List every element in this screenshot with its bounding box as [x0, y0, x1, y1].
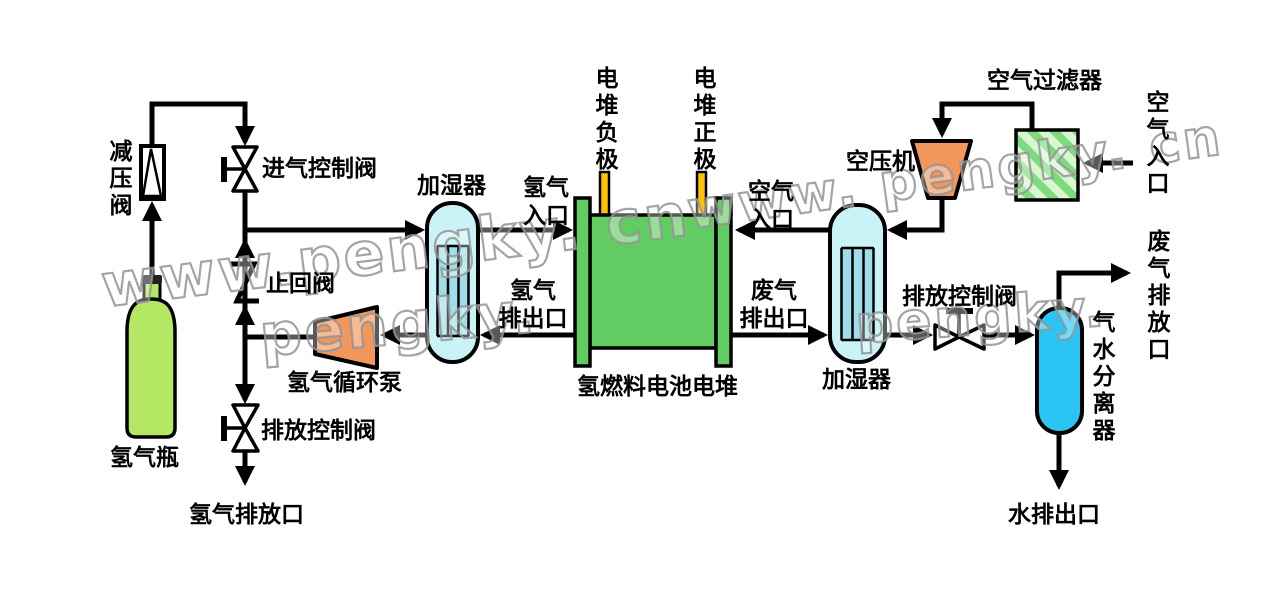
discharge-control-valve-right-label: 排放控制阀: [902, 284, 1017, 310]
gas-water-separator: [1035, 306, 1084, 435]
stack-negative-label: 电堆负极: [591, 66, 617, 174]
check-valve: [231, 261, 259, 304]
intake-control-valve: [221, 145, 259, 193]
gas-water-separator-label: 气水分离器: [1088, 310, 1114, 445]
stack-air-inlet-label-line1: 空气: [748, 179, 794, 205]
pipe-filter-to-compressor: [932, 101, 1035, 138]
pressure-reducing-valve: [139, 144, 166, 201]
hydrogen-outlet-label-line1: 氢气: [510, 278, 556, 304]
stack-exhaust-outlet-label: 废气 排出口: [738, 277, 810, 333]
humidifier-left: [425, 201, 480, 364]
exhaust-discharge-outlet-label: 废气排放口: [1143, 229, 1169, 364]
air-inlet-right-label: 空气入口: [1142, 90, 1168, 198]
hydrogen-inlet-label-line2: 入口: [523, 203, 569, 230]
pipe-separator-exhaust: [1056, 263, 1131, 308]
air-filter: [1014, 128, 1080, 202]
pipe-reducer-to-intake-valve: [149, 101, 255, 146]
pipes: [142, 101, 1133, 490]
stack-positive-electrode: [695, 170, 708, 222]
humidifier-left-label: 加湿器: [417, 173, 486, 199]
hydrogen-outlet-label: 氢气 排出口: [497, 277, 569, 333]
discharge-control-valve-left-label: 排放控制阀: [261, 418, 376, 444]
hydrogen-cylinder-label: 氢气瓶: [110, 445, 179, 471]
stack-air-inlet-label-line2: 入口: [748, 207, 794, 234]
discharge-control-valve-right: [933, 308, 986, 351]
hydrogen-outlet-label-line2: 排出口: [498, 306, 568, 333]
water-outlet-label: 水排出口: [1008, 502, 1100, 528]
hydrogen-circulation-pump: [313, 305, 379, 370]
humidifier-right: [828, 203, 887, 364]
pipe-compressor-to-humidifier2: [887, 198, 945, 240]
hydrogen-inlet-label-line1: 氢气: [523, 175, 569, 201]
check-valve-label: 止回阀: [266, 271, 335, 297]
stack-air-inlet-label: 空气 入口: [741, 178, 801, 234]
hydrogen-cylinder: [125, 275, 177, 439]
intake-control-valve-label: 进气控制阀: [262, 156, 377, 182]
fuel-cell-stack-label: 氢燃料电池电堆: [577, 374, 738, 400]
air-compressor-label: 空压机: [846, 149, 915, 175]
hydrogen-discharge-outlet-label: 氢气排放口: [189, 502, 304, 528]
air-filter-label: 空气过滤器: [987, 68, 1102, 94]
pressure-reducing-valve-label: 减压阀: [105, 139, 131, 220]
stack-exhaust-outlet-label-line1: 废气: [751, 278, 797, 304]
stack-positive-label: 电堆正极: [689, 66, 715, 174]
discharge-control-valve-left: [221, 403, 260, 453]
air-compressor: [910, 139, 973, 200]
hydrogen-inlet-label: 氢气 入口: [516, 174, 576, 230]
stack-body: [588, 213, 718, 350]
stack-exhaust-outlet-label-line2: 排出口: [739, 306, 809, 333]
stack-negative-electrode: [598, 170, 611, 222]
circulation-pump-label: 氢气循环泵: [287, 370, 402, 396]
fuel-cell-stack: [573, 170, 733, 368]
humidifier-right-label: 加湿器: [822, 367, 891, 393]
stack-end-plate-right: [714, 196, 733, 368]
stack-end-plate-left: [573, 196, 592, 368]
